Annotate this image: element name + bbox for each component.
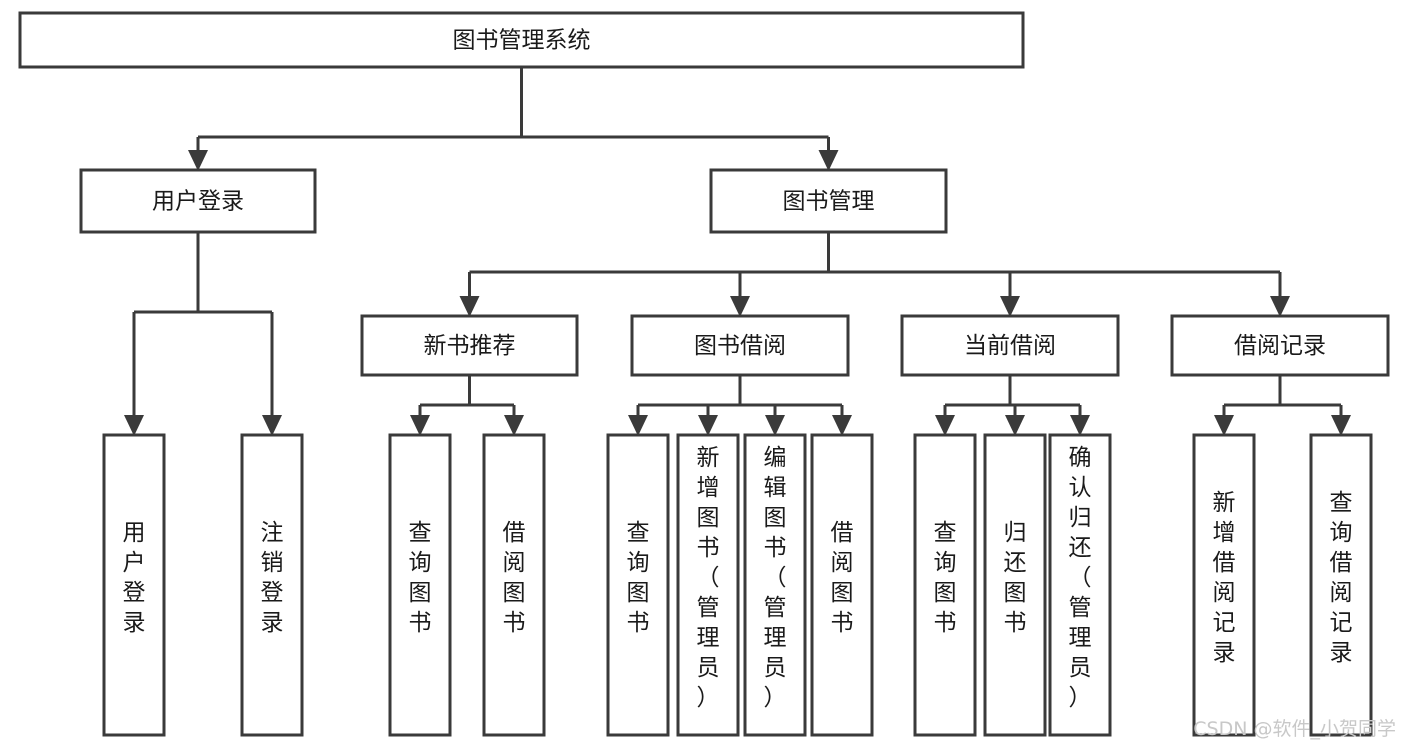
node-label-book-borrow: 图书借阅 xyxy=(694,333,786,359)
arrow-head-current_borrow xyxy=(1000,296,1020,317)
node-label-leaf-query-book-b: 查询图书 xyxy=(627,520,650,636)
arrow-head-leaf_query_book_a xyxy=(410,415,430,436)
node-label-leaf-user-login: 用户登录 xyxy=(123,520,146,636)
node-box-leaf-edit-book xyxy=(743,433,807,737)
arrow-head-leaf_confirm_return xyxy=(1070,415,1090,436)
node-label-current-borrow: 当前借阅 xyxy=(964,333,1056,359)
node-label-new-book-rec: 新书推荐 xyxy=(424,333,516,359)
node-box-leaf-query-book-a xyxy=(388,433,452,737)
csdn-watermark: CSDN @软件_小贺同学 xyxy=(1193,718,1396,740)
node-label-leaf-logout: 注销登录 xyxy=(261,520,284,636)
arrow-head-book_manage xyxy=(818,150,839,171)
node-leaf-confirm-return[interactable]: 确认归还（管理员） xyxy=(1048,433,1112,737)
node-label-leaf-return-book: 归还图书 xyxy=(1004,520,1027,636)
node-label-leaf-borrow-book-b: 借阅图书 xyxy=(831,520,854,636)
node-leaf-add-record[interactable]: 新增借阅记录 xyxy=(1192,433,1256,737)
arrow-head-leaf_borrow_book_b xyxy=(832,415,852,436)
node-label-leaf-query-book-a: 查询图书 xyxy=(409,520,432,636)
node-box-leaf-user-login xyxy=(102,433,166,737)
node-box-current-borrow xyxy=(900,314,1120,377)
node-leaf-logout[interactable]: 注销登录 xyxy=(240,433,304,737)
node-label-leaf-query-book-c: 查询图书 xyxy=(934,520,957,636)
arrow-head-book_borrow xyxy=(730,296,750,317)
node-box-user-login xyxy=(79,168,317,234)
node-label-user-login: 用户登录 xyxy=(152,189,244,215)
node-box-leaf-query-book-b xyxy=(606,433,670,737)
node-leaf-query-book-b[interactable]: 查询图书 xyxy=(606,433,670,737)
node-borrow-record[interactable]: 借阅记录 xyxy=(1170,314,1390,377)
node-box-leaf-borrow-book-b xyxy=(810,433,874,737)
connector-layer xyxy=(124,67,1351,436)
arrow-head-leaf_borrow_book_a xyxy=(504,415,524,436)
node-layer: 图书管理系统用户登录图书管理新书推荐图书借阅当前借阅借阅记录用户登录注销登录查询… xyxy=(18,11,1390,737)
node-box-leaf-query-record xyxy=(1309,433,1373,737)
arrow-head-leaf_logout xyxy=(262,415,282,436)
node-box-leaf-query-book-c xyxy=(913,433,977,737)
node-leaf-borrow-book-b[interactable]: 借阅图书 xyxy=(810,433,874,737)
arrow-head-leaf_return_book xyxy=(1005,415,1025,436)
node-user-login[interactable]: 用户登录 xyxy=(79,168,317,234)
node-book-borrow[interactable]: 图书借阅 xyxy=(630,314,850,377)
arrow-head-borrow_record xyxy=(1270,296,1290,317)
node-leaf-query-book-c[interactable]: 查询图书 xyxy=(913,433,977,737)
node-label-leaf-add-book: 新增图书（管理员） xyxy=(697,445,720,711)
arrow-head-leaf_query_book_c xyxy=(935,415,955,436)
node-box-borrow-record xyxy=(1170,314,1390,377)
arrow-head-leaf_add_book xyxy=(698,415,718,436)
node-label-leaf-edit-book: 编辑图书（管理员） xyxy=(764,445,787,711)
node-current-borrow[interactable]: 当前借阅 xyxy=(900,314,1120,377)
node-label-leaf-borrow-book-a: 借阅图书 xyxy=(503,520,526,636)
node-label-borrow-record: 借阅记录 xyxy=(1234,333,1326,359)
node-box-new-book-rec xyxy=(360,314,579,377)
node-box-leaf-confirm-return xyxy=(1048,433,1112,737)
node-box-leaf-return-book xyxy=(983,433,1047,737)
node-box-leaf-borrow-book-a xyxy=(482,433,546,737)
arrow-head-new_book_rec xyxy=(459,296,480,317)
node-label-book-manage: 图书管理 xyxy=(783,189,875,215)
arrow-head-leaf_query_book_b xyxy=(628,415,648,436)
node-box-leaf-add-record xyxy=(1192,433,1256,737)
node-box-leaf-logout xyxy=(240,433,304,737)
node-root[interactable]: 图书管理系统 xyxy=(18,11,1025,69)
arrow-head-leaf_user_login xyxy=(124,415,144,436)
node-label-leaf-query-record: 查询借阅记录 xyxy=(1330,490,1353,666)
node-box-book-manage xyxy=(709,168,948,234)
node-box-book-borrow xyxy=(630,314,850,377)
node-new-book-rec[interactable]: 新书推荐 xyxy=(360,314,579,377)
node-label-root: 图书管理系统 xyxy=(453,28,591,54)
node-leaf-query-record[interactable]: 查询借阅记录 xyxy=(1309,433,1373,737)
node-label-leaf-confirm-return: 确认归还（管理员） xyxy=(1069,445,1092,711)
node-leaf-query-book-a[interactable]: 查询图书 xyxy=(388,433,452,737)
arrow-head-leaf_edit_book xyxy=(765,415,785,436)
node-leaf-edit-book[interactable]: 编辑图书（管理员） xyxy=(743,433,807,737)
arrow-head-leaf_add_record xyxy=(1214,415,1234,436)
node-leaf-borrow-book-a[interactable]: 借阅图书 xyxy=(482,433,546,737)
node-leaf-return-book[interactable]: 归还图书 xyxy=(983,433,1047,737)
arrow-head-leaf_query_record xyxy=(1331,415,1351,436)
node-box-root xyxy=(18,11,1025,69)
node-book-manage[interactable]: 图书管理 xyxy=(709,168,948,234)
node-leaf-add-book[interactable]: 新增图书（管理员） xyxy=(676,433,740,737)
node-box-leaf-add-book xyxy=(676,433,740,737)
arrow-head-user_login xyxy=(188,150,208,171)
node-label-leaf-add-record: 新增借阅记录 xyxy=(1213,490,1236,666)
node-leaf-user-login[interactable]: 用户登录 xyxy=(102,433,166,737)
